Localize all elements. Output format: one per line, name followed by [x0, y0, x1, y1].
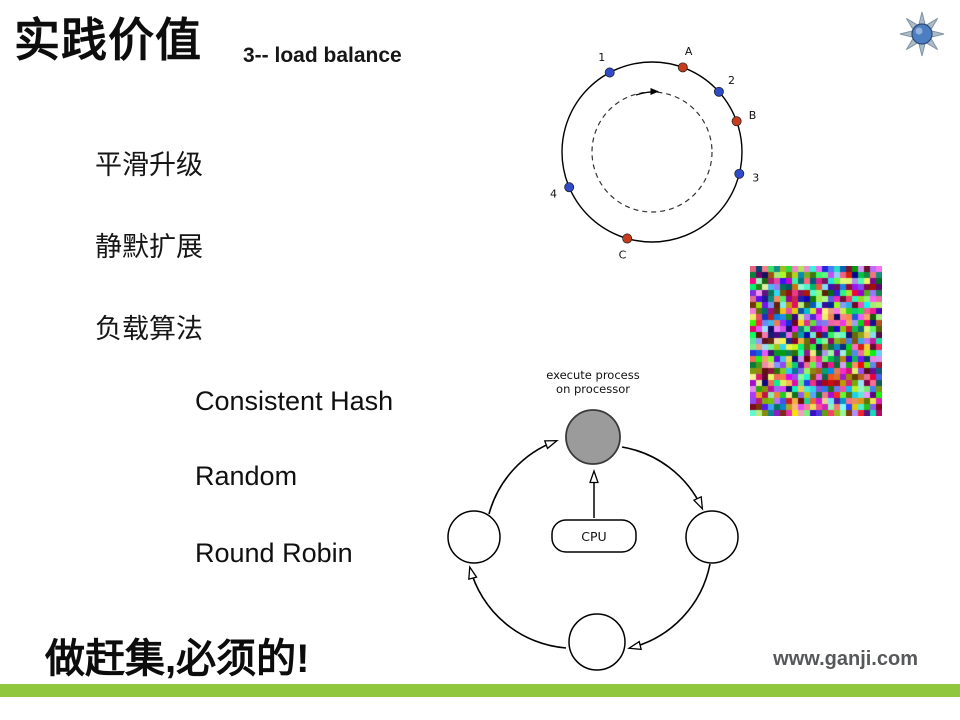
- caption-line-2: on processor: [556, 382, 630, 396]
- hash-ring-node-label-3: 3: [752, 171, 759, 184]
- arc-bottom-to-left: [468, 565, 567, 649]
- sub-bullet-consistent-hash: Consistent Hash: [195, 386, 394, 416]
- sub-bullet-round-robin: Round Robin: [195, 538, 353, 568]
- hash-ring-node-A: [677, 62, 688, 73]
- bullet-silent-expansion: 静默扩展: [95, 232, 203, 262]
- hash-ring-node-4: [564, 182, 575, 193]
- slide-subtitle: 3-- load balance: [243, 44, 402, 67]
- hash-ring-node-label-1: 1: [598, 51, 605, 64]
- decorative-sun-icon: [899, 11, 945, 57]
- hash-ring-node-C: [622, 233, 633, 244]
- processor-circle-bottom: [568, 613, 626, 671]
- hash-ring-node-label-2: 2: [728, 74, 735, 87]
- footer-slogan: 做赶集,必须的!: [45, 637, 310, 681]
- footer-url: www.ganji.com: [773, 648, 918, 670]
- hash-ring-node-label-4: 4: [550, 187, 557, 200]
- hash-ring-node-label-A: A: [685, 45, 693, 58]
- hash-ring-node-1: [604, 67, 615, 78]
- hash-ring-outer-circle: [561, 61, 743, 243]
- hash-ring-node-2: [713, 86, 724, 97]
- caption-line-1: execute process: [546, 368, 640, 382]
- arc-right-to-bottom: [627, 563, 711, 651]
- pixel-noise-image: [750, 266, 882, 416]
- consistent-hash-ring-diagram: 1 A 2B 3 4C: [550, 45, 759, 261]
- rotation-direction-arrow: [635, 88, 659, 96]
- slide-title: 实践价值: [14, 14, 202, 66]
- active-processor-circle: [565, 409, 621, 465]
- hash-ring-node-label-B: B: [749, 109, 757, 122]
- bullet-load-algorithm: 负载算法: [95, 314, 203, 344]
- process-diagram-caption: execute process on processor: [493, 368, 693, 396]
- sub-bullet-random: Random: [195, 461, 298, 491]
- cpu-label: CPU: [581, 529, 606, 544]
- hash-ring-node-B: [731, 116, 742, 127]
- processor-circle-right: [685, 510, 739, 564]
- cpu-box: [551, 519, 637, 553]
- processor-circle-left: [447, 510, 501, 564]
- hash-ring-node-label-C: C: [619, 248, 627, 261]
- arc-left-to-top: [488, 439, 559, 515]
- arc-top-to-right: [621, 446, 704, 511]
- sun-core-highlight: [915, 27, 923, 35]
- hash-ring-node-3: [734, 168, 745, 179]
- bottom-accent-bar: [0, 684, 960, 697]
- bullet-smooth-upgrade: 平滑升级: [95, 150, 203, 180]
- process-scheduler-diagram: CPU: [447, 409, 739, 671]
- hash-ring-nodes: 1 A 2B 3 4C: [550, 45, 759, 261]
